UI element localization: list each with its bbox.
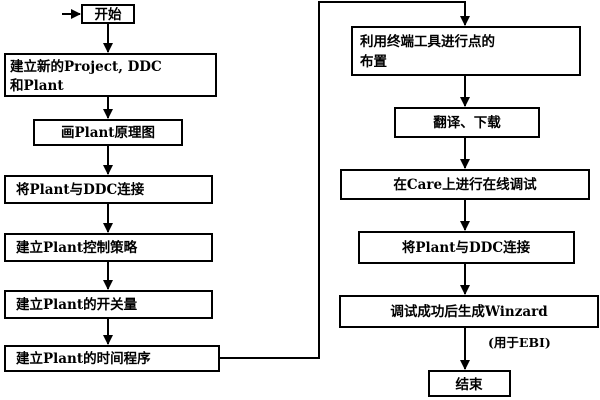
- control-strategy-node: 建立Plant控制策略: [4, 233, 213, 262]
- time-program-node: 建立Plant的时间程序: [4, 345, 220, 372]
- create-project-label-line1: 建立新的Project, DDC: [9, 58, 162, 75]
- connect-plant-ddc-label: 将Plant与DDC连接: [16, 181, 145, 198]
- layout-points-label-line1: 利用终端工具进行点的: [360, 33, 495, 50]
- create-project-label-line2: 和Plant: [10, 78, 64, 94]
- layout-points-label-line2: 布置: [360, 53, 387, 70]
- switch-values-node: 建立Plant的开关量: [4, 290, 213, 319]
- draw-schematic-label: 画Plant原理图: [61, 125, 155, 141]
- generate-winzard-node: 调试成功后生成Winzard: [339, 295, 599, 328]
- end-label: 结束: [456, 376, 483, 393]
- generate-winzard-label: 调试成功后生成Winzard: [390, 303, 548, 320]
- draw-schematic-node: 画Plant原理图: [33, 119, 183, 146]
- time-program-label: 建立Plant的时间程序: [15, 350, 151, 367]
- connect-plant-ddc-2-label: 将Plant与DDC连接: [402, 239, 531, 256]
- switch-values-label: 建立Plant的开关量: [15, 296, 138, 313]
- connect-plant-ddc-2-node: 将Plant与DDC连接: [358, 231, 575, 264]
- end-node: 结束: [428, 370, 511, 397]
- layout-points-node: 利用终端工具进行点的 布置: [351, 26, 581, 76]
- online-debug-label: 在Care上进行在线调试: [393, 176, 537, 193]
- control-strategy-label: 建立Plant控制策略: [15, 239, 138, 256]
- winzard-note: (用于EBI): [488, 335, 551, 350]
- translate-download-node: 翻译、下载: [394, 107, 540, 138]
- start-node: 开始: [81, 4, 135, 24]
- connect-plant-ddc-node: 将Plant与DDC连接: [4, 175, 213, 204]
- connector-left-to-right: [219, 1, 470, 359]
- start-label: 开始: [95, 6, 122, 23]
- online-debug-node: 在Care上进行在线调试: [340, 169, 590, 200]
- create-project-node: 建立新的Project, DDC 和Plant: [4, 53, 217, 97]
- translate-download-label: 翻译、下载: [433, 114, 501, 131]
